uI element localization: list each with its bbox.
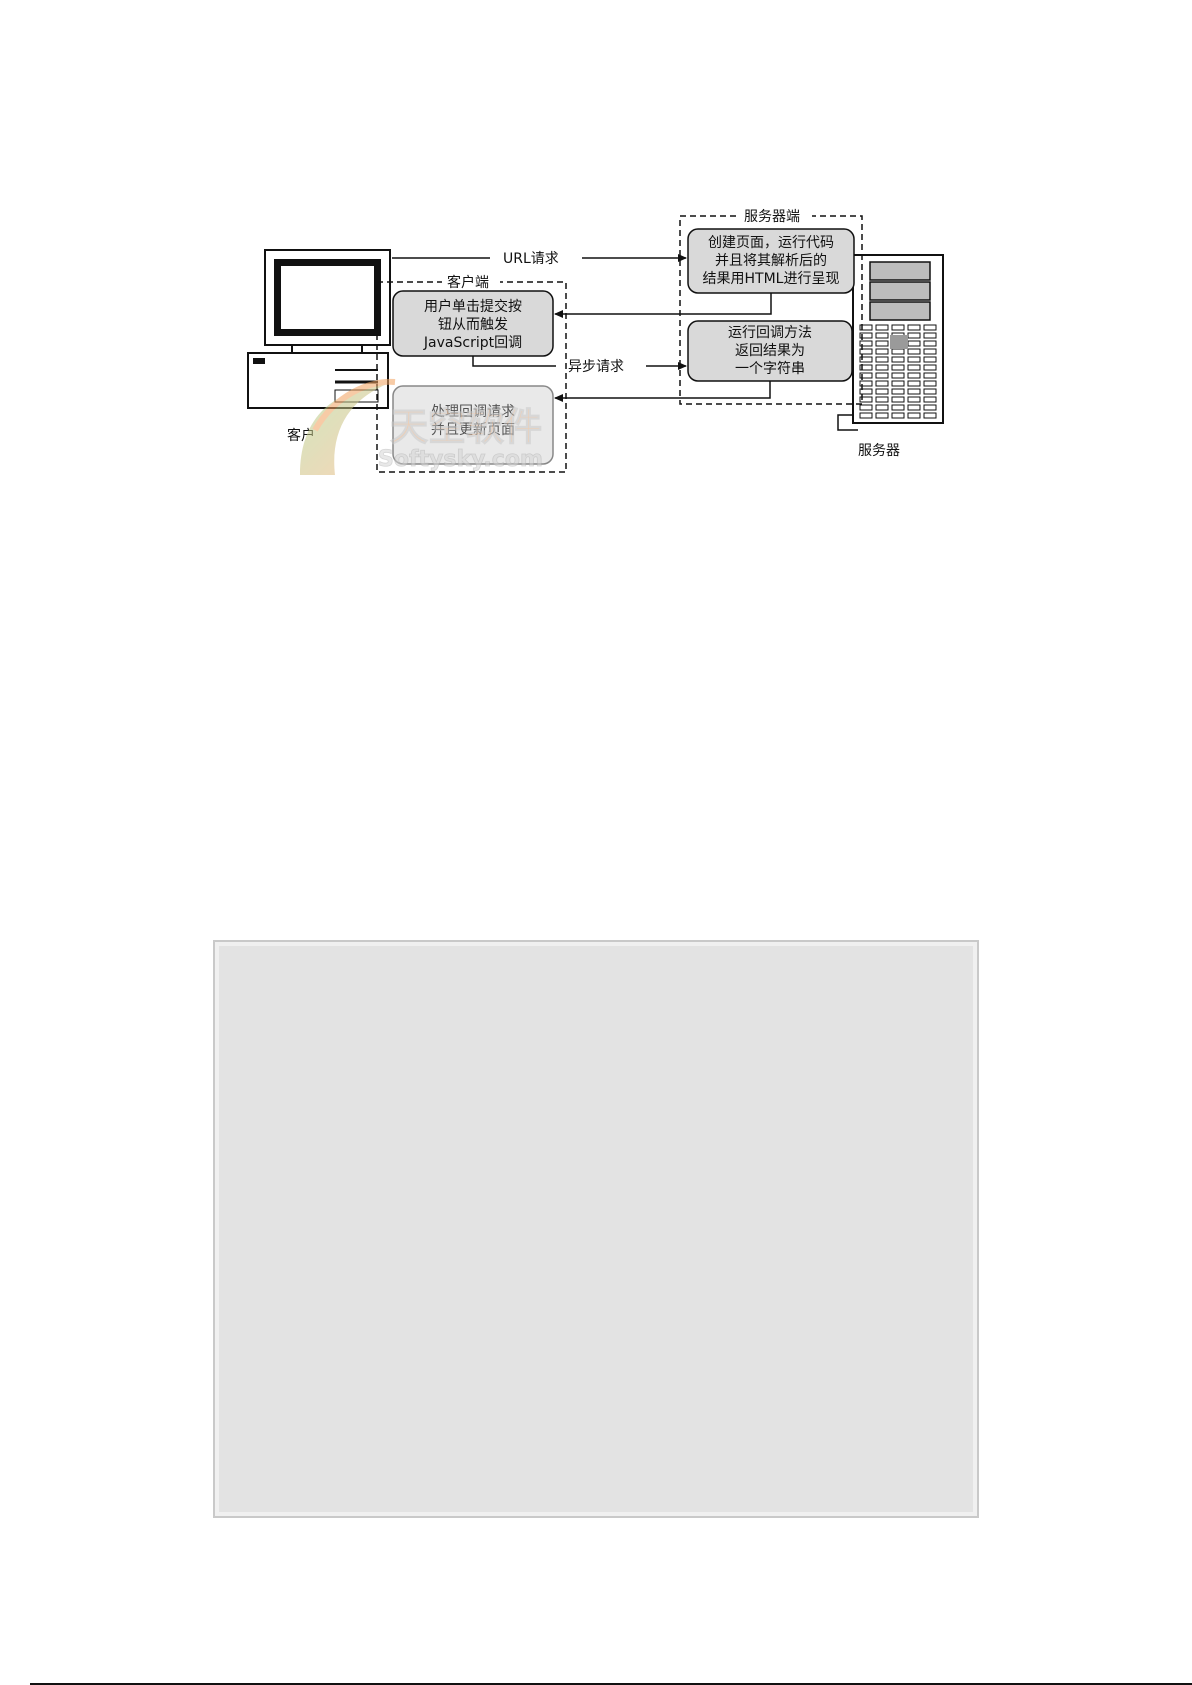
rack-slot	[891, 396, 905, 403]
node-line: 并且更新页面	[431, 422, 515, 438]
rack-slot	[875, 332, 889, 339]
rack-slot	[891, 380, 905, 387]
rack-slot	[891, 364, 905, 371]
rack-slot	[859, 356, 873, 363]
rack-slot	[859, 348, 873, 355]
svg-text:创建页面，运行代码并且将其解析后的结果用HTML进行呈现: 创建页面，运行代码并且将其解析后的结果用HTML进行呈现	[703, 235, 840, 287]
rack-slot	[907, 332, 921, 339]
rack-slot	[875, 380, 889, 387]
rack-slot	[907, 412, 921, 419]
rack-slot	[907, 396, 921, 403]
client-computer-icon	[247, 249, 391, 409]
rack-slot	[907, 404, 921, 411]
rack-slot	[891, 404, 905, 411]
rack-slot	[859, 332, 873, 339]
node-line: 一个字符串	[735, 361, 805, 377]
page-bottom-rule	[30, 1683, 1192, 1685]
rack-slot	[923, 332, 937, 339]
rack-slot	[891, 388, 905, 395]
rack-slot	[907, 324, 921, 331]
rack-slot	[907, 380, 921, 387]
rack-slot	[875, 404, 889, 411]
node-run-callback: 运行回调方法返回结果为一个字符串	[687, 320, 853, 382]
node-line: 钮从而触发	[438, 317, 508, 333]
rack-slot	[875, 324, 889, 331]
rack-slot	[859, 396, 873, 403]
server-machine-label: 服务器	[858, 443, 900, 459]
rack-slot	[891, 356, 905, 363]
rack-slot	[859, 324, 873, 331]
node-line: 用户单击提交按	[424, 298, 522, 315]
watermark-url: Softysky.com	[378, 447, 543, 472]
rack-slot	[907, 348, 921, 355]
rack-slot	[859, 380, 873, 387]
rack-slot	[891, 372, 905, 379]
rack-slot	[923, 364, 937, 371]
callback-result-arrow	[554, 381, 771, 402]
rack-slot	[875, 388, 889, 395]
rack-slot	[859, 412, 873, 419]
rack-slot	[923, 404, 937, 411]
node-create-page: 创建页面，运行代码并且将其解析后的结果用HTML进行呈现	[687, 228, 855, 294]
rack-slot	[923, 380, 937, 387]
node-line: 结果用HTML进行呈现	[703, 271, 840, 287]
async-request-label: 异步请求	[568, 359, 624, 375]
rack-slot	[907, 372, 921, 379]
rack-slot	[923, 324, 937, 331]
rack-slot	[907, 364, 921, 371]
node-line: 运行回调方法	[728, 325, 812, 341]
server-group-label: 服务器端	[744, 209, 800, 225]
blank-grey-panel	[213, 940, 979, 1518]
rack-slot	[891, 348, 905, 355]
node-line: 并且将其解析后的	[715, 253, 827, 269]
rack-slot	[923, 412, 937, 419]
render-response-arrow	[554, 293, 772, 318]
rack-slot	[923, 396, 937, 403]
node-line: 处理回调请求	[431, 404, 515, 420]
rack-slot	[923, 388, 937, 395]
rack-slot	[859, 388, 873, 395]
rack-slot	[891, 412, 905, 419]
rack-slot	[859, 340, 873, 347]
rack-slot	[923, 340, 937, 347]
client-group-label: 客户端	[447, 274, 489, 291]
rack-slot	[907, 340, 921, 347]
url-request-label: URL请求	[503, 251, 559, 267]
node-handle-callback: 处理回调请求并且更新页面	[392, 385, 554, 465]
node-line: 创建页面，运行代码	[708, 235, 834, 251]
rack-slot	[859, 372, 873, 379]
node-line: JavaScript回调	[423, 335, 522, 351]
svg-text:运行回调方法返回结果为一个字符串: 运行回调方法返回结果为一个字符串	[728, 325, 812, 377]
server-rack-icon	[837, 254, 944, 431]
rack-slot	[875, 356, 889, 363]
watermark-text: 天空软件	[390, 405, 542, 449]
rack-slot	[875, 364, 889, 371]
rack-slot	[859, 404, 873, 411]
rack-slot	[859, 364, 873, 371]
node-line: 返回结果为	[735, 343, 805, 359]
rack-slot	[875, 340, 889, 347]
rack-slot	[923, 356, 937, 363]
rack-slot	[875, 412, 889, 419]
rack-slot	[891, 324, 905, 331]
rack-slot	[875, 396, 889, 403]
node-user-click: 用户单击提交按钮从而触发 JavaScript回调	[392, 290, 554, 357]
rack-slot	[923, 348, 937, 355]
rack-slot	[875, 372, 889, 379]
rack-slot	[907, 388, 921, 395]
watermark-logo: 天空软件 Softysky.com	[300, 378, 543, 475]
svg-text:处理回调请求并且更新页面: 处理回调请求并且更新页面	[431, 404, 515, 438]
rack-slot	[907, 356, 921, 363]
rack-slot	[923, 372, 937, 379]
async-request-arrow	[472, 356, 687, 370]
rack-slot	[875, 348, 889, 355]
